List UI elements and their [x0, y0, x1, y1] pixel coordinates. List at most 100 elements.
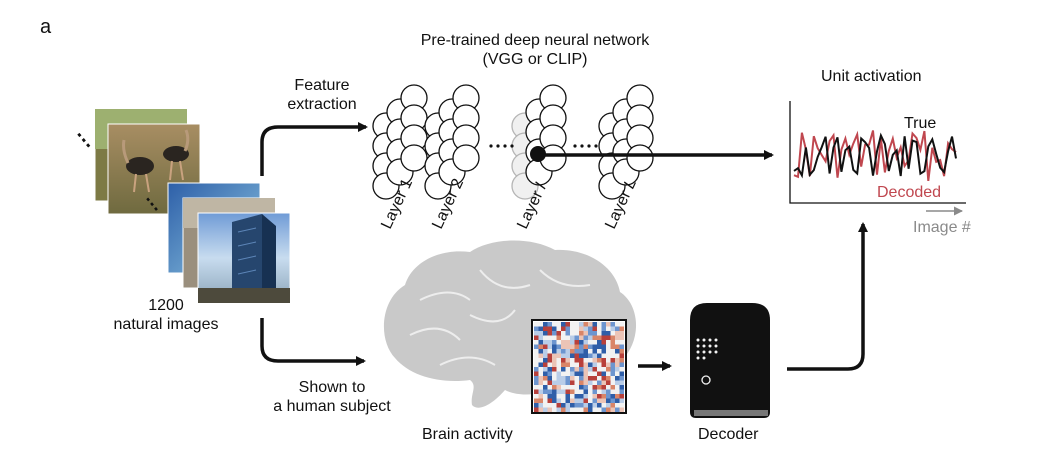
matrix-cell	[556, 380, 561, 385]
panel-label: a	[40, 16, 52, 38]
matrix-cell	[610, 371, 615, 376]
matrix-cell	[547, 335, 552, 340]
matrix-cell	[601, 407, 606, 412]
matrix-cell	[619, 362, 624, 367]
matrix-cell	[552, 349, 557, 354]
matrix-cell	[579, 398, 584, 403]
matrix-cell	[601, 353, 606, 358]
matrix-cell	[565, 389, 570, 394]
matrix-cell	[534, 358, 539, 363]
matrix-cell	[597, 389, 602, 394]
matrix-cell	[547, 331, 552, 336]
matrix-cell	[619, 335, 624, 340]
matrix-cell	[565, 358, 570, 363]
matrix-cell	[597, 358, 602, 363]
matrix-cell	[552, 403, 557, 408]
matrix-cell	[534, 362, 539, 367]
matrix-cell	[543, 362, 548, 367]
matrix-cell	[552, 326, 557, 331]
matrix-cell	[547, 358, 552, 363]
matrix-cell	[588, 353, 593, 358]
matrix-cell	[579, 362, 584, 367]
matrix-cell	[561, 362, 566, 367]
matrix-cell	[574, 322, 579, 327]
matrix-cell	[538, 326, 543, 331]
matrix-cell	[565, 403, 570, 408]
decoded-line	[793, 130, 957, 182]
matrix-cell	[547, 367, 552, 372]
matrix-cell	[538, 403, 543, 408]
decoder-grille-dot	[708, 338, 712, 342]
matrix-cell	[610, 385, 615, 390]
matrix-cell	[588, 344, 593, 349]
matrix-cell	[561, 349, 566, 354]
matrix-cell	[570, 385, 575, 390]
matrix-cell	[565, 335, 570, 340]
matrix-cell	[601, 398, 606, 403]
matrix-cell	[543, 403, 548, 408]
matrix-cell	[547, 403, 552, 408]
matrix-cell	[565, 349, 570, 354]
matrix-cell	[619, 349, 624, 354]
matrix-cell	[619, 389, 624, 394]
matrix-cell	[547, 380, 552, 385]
matrix-cell	[534, 349, 539, 354]
matrix-cell	[570, 367, 575, 372]
matrix-cell	[592, 385, 597, 390]
matrix-cell	[619, 358, 624, 363]
matrix-cell	[574, 340, 579, 345]
shown-to-subject-arrow	[260, 318, 366, 366]
matrix-cell	[547, 353, 552, 358]
matrix-cell	[588, 407, 593, 412]
feature-extraction-label: Feature extraction	[272, 76, 372, 114]
matrix-cell	[543, 331, 548, 336]
matrix-cell	[552, 340, 557, 345]
decoder-grille-dot	[702, 344, 706, 348]
matrix-cell	[588, 362, 593, 367]
matrix-cell	[615, 358, 620, 363]
image-caption: natural images	[113, 316, 219, 333]
matrix-cell	[615, 362, 620, 367]
matrix-cell	[547, 322, 552, 327]
matrix-cell	[543, 340, 548, 345]
matrix-cell	[583, 340, 588, 345]
matrix-cell	[570, 403, 575, 408]
selected-unit	[530, 146, 546, 162]
shown-line1: Shown to	[298, 379, 366, 396]
neuron	[452, 144, 480, 172]
matrix-cell	[579, 353, 584, 358]
matrix-cell	[552, 362, 557, 367]
decoder-grille-dot	[696, 350, 700, 354]
matrix-cell	[534, 380, 539, 385]
matrix-cell	[579, 371, 584, 376]
matrix-cell	[579, 380, 584, 385]
matrix-cell	[597, 394, 602, 399]
matrix-cell	[588, 380, 593, 385]
matrix-cell	[534, 322, 539, 327]
matrix-cell	[615, 344, 620, 349]
matrix-cell	[570, 407, 575, 412]
matrix-cell	[597, 367, 602, 372]
matrix-cell	[601, 331, 606, 336]
layer-ellipsis	[489, 144, 598, 148]
matrix-cell	[592, 398, 597, 403]
matrix-cell	[601, 358, 606, 363]
matrix-cell	[547, 398, 552, 403]
matrix-cell	[583, 371, 588, 376]
matrix-cell	[565, 340, 570, 345]
decoder-to-activation-arrow	[787, 222, 868, 371]
image-axis-label: Image #	[913, 219, 971, 236]
matrix-cell	[547, 340, 552, 345]
matrix-cell	[583, 353, 588, 358]
matrix-cell	[579, 407, 584, 412]
matrix-cell	[565, 331, 570, 336]
matrix-cell	[606, 367, 611, 372]
matrix-cell	[615, 403, 620, 408]
matrix-cell	[538, 358, 543, 363]
matrix-cell	[588, 358, 593, 363]
matrix-cell	[534, 367, 539, 372]
matrix-cell	[601, 322, 606, 327]
matrix-cell	[538, 376, 543, 381]
matrix-cell	[610, 380, 615, 385]
matrix-cell	[547, 362, 552, 367]
